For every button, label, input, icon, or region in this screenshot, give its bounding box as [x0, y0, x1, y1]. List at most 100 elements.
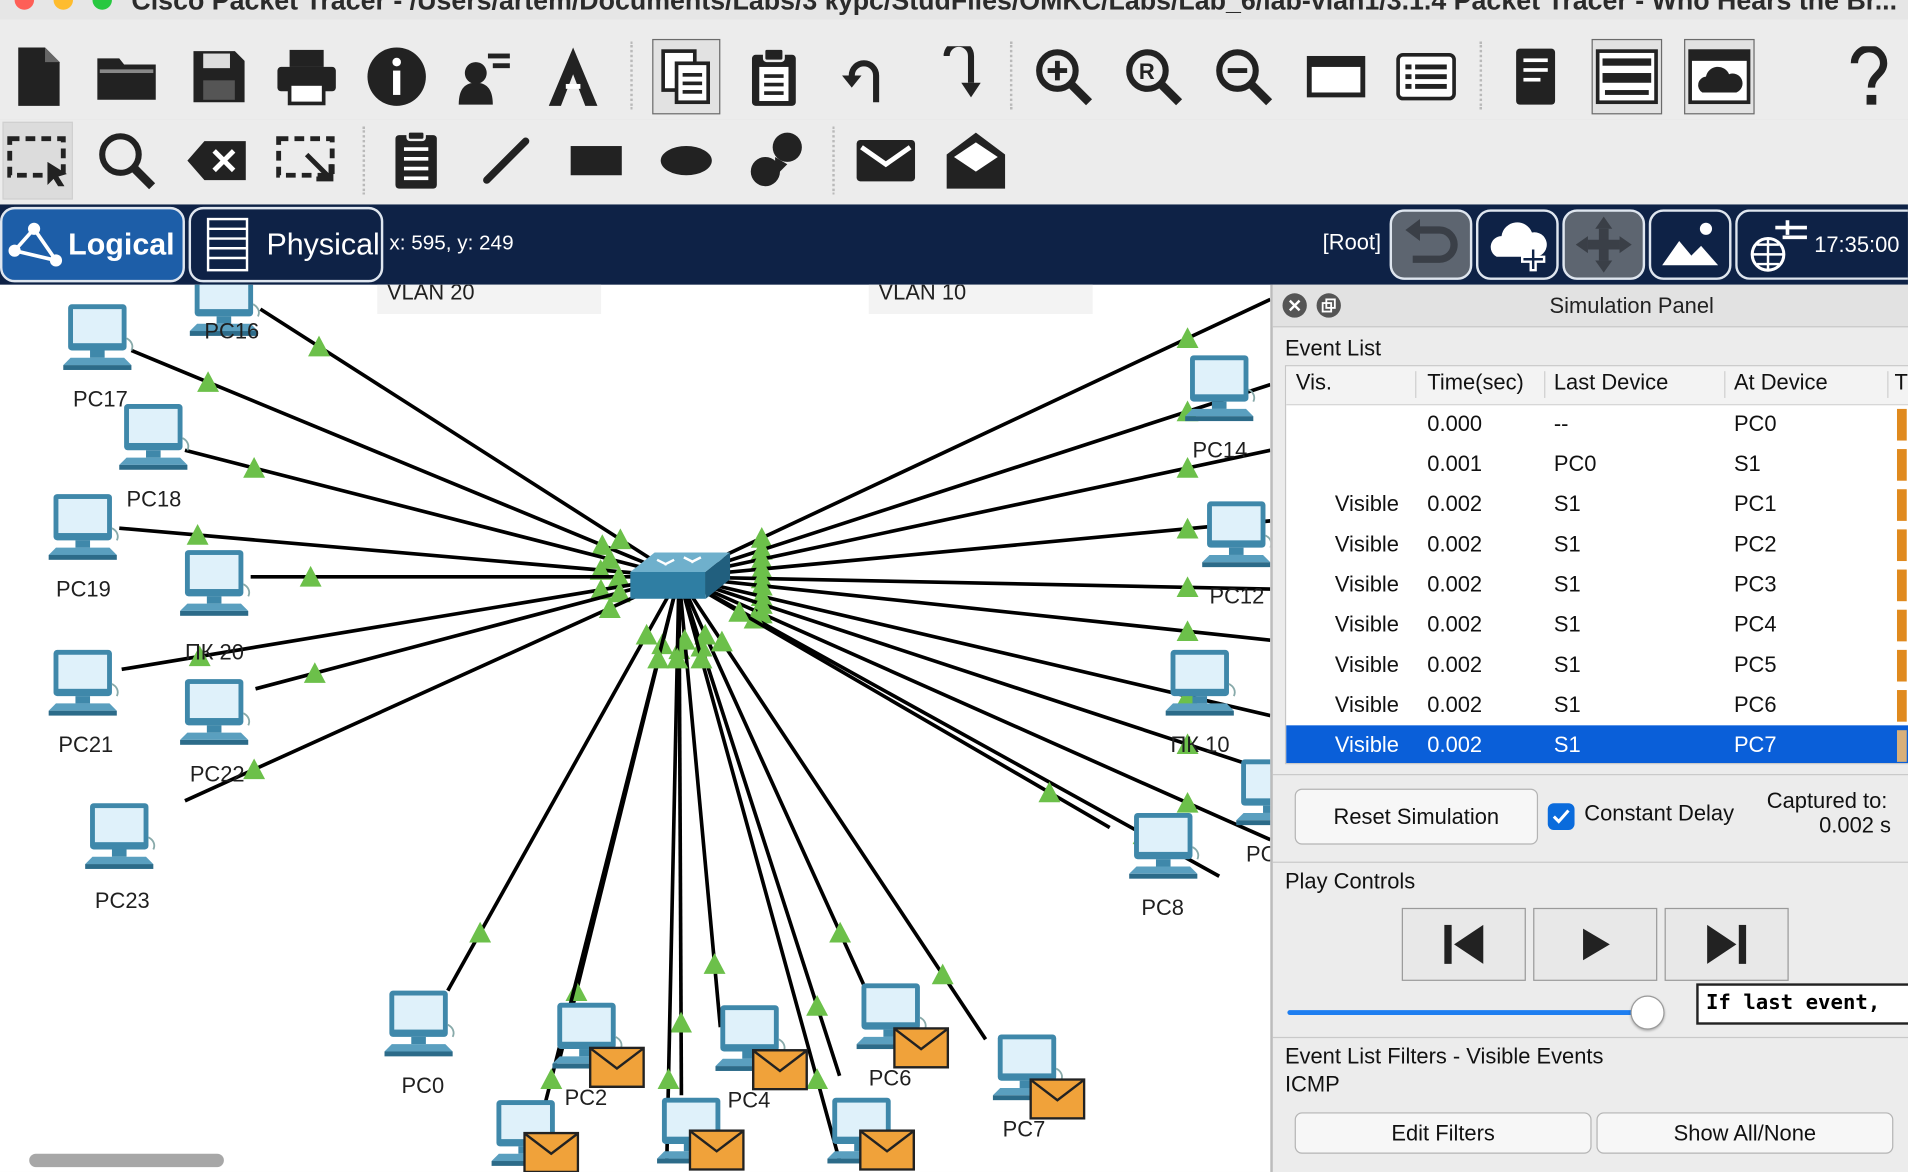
link-cable[interactable] [664, 576, 681, 1162]
pc-device[interactable]: PC12 [1197, 499, 1271, 609]
zoom-out-icon[interactable] [1209, 39, 1277, 114]
device-label[interactable]: ПК 10 [1170, 732, 1230, 757]
event-row[interactable]: Visible 0.002 S1 PC7 [1286, 725, 1908, 764]
device-label[interactable]: PC [1246, 842, 1270, 867]
link-cable[interactable] [677, 576, 869, 992]
link-cable[interactable] [678, 575, 1271, 774]
horizontal-scrollbar[interactable] [29, 1153, 224, 1168]
col-time[interactable]: Time(sec) [1427, 369, 1524, 395]
edit-filters-button[interactable]: Edit Filters [1294, 1112, 1592, 1154]
pc-device[interactable]: PC4 [711, 1003, 808, 1113]
activity-wizard-icon[interactable] [450, 39, 518, 114]
device-label[interactable]: PC6 [868, 1066, 912, 1091]
root-breadcrumb[interactable]: [Root] [1322, 230, 1382, 255]
pc-device[interactable]: PC18 [114, 402, 211, 511]
zoom-in-icon[interactable] [1029, 39, 1097, 114]
switch-s1[interactable] [625, 545, 735, 606]
pc-device[interactable] [652, 1095, 749, 1172]
col-at-device[interactable]: At Device [1733, 369, 1828, 395]
link-cable[interactable] [678, 575, 1221, 878]
device-label[interactable]: PC4 [727, 1087, 771, 1113]
link-cable[interactable] [678, 448, 1271, 579]
draw-rectangle-icon[interactable] [562, 122, 630, 200]
custom-device-icon[interactable] [540, 39, 608, 114]
redo-icon[interactable] [922, 39, 990, 114]
device-label[interactable]: PC8 [1141, 895, 1184, 921]
col-vis[interactable]: Vis. [1295, 369, 1333, 395]
viewport-clock-button[interactable]: 17:35:00 [1735, 209, 1908, 280]
event-row[interactable]: Visible 0.002 S1 PC5 [1286, 645, 1908, 685]
inspect-icon[interactable] [92, 122, 160, 200]
link-cable[interactable] [677, 575, 988, 1041]
next-event-button[interactable] [1664, 907, 1789, 981]
device-label[interactable]: PC7 [1002, 1117, 1046, 1142]
link-cable[interactable] [678, 297, 1271, 579]
pc-device[interactable]: PC21 [44, 647, 141, 757]
device-label[interactable]: ПК 20 [184, 640, 244, 665]
reset-simulation-button[interactable]: Reset Simulation [1294, 788, 1539, 845]
speed-slider-thumb[interactable] [1630, 995, 1665, 1030]
link-cable[interactable] [677, 576, 723, 1028]
device-label[interactable]: PC17 [73, 387, 128, 412]
drawing-palette-icon[interactable] [1302, 39, 1370, 114]
device-label[interactable]: PC12 [1209, 584, 1265, 609]
pc-device[interactable]: PC2 [548, 1000, 645, 1110]
link-cable[interactable] [678, 575, 1271, 591]
event-row[interactable]: Visible 0.002 S1 PC3 [1286, 565, 1908, 605]
move-object-button[interactable] [1562, 209, 1646, 280]
network-equipment-icon[interactable] [1591, 38, 1663, 115]
physical-view-tab[interactable]: Physical [188, 206, 384, 283]
save-icon[interactable] [185, 39, 253, 114]
event-row[interactable]: Visible 0.002 S1 PC2 [1286, 525, 1908, 565]
link-cable[interactable] [678, 382, 1271, 579]
copy-icon[interactable] [652, 38, 721, 115]
panel-undock-button[interactable] [1316, 293, 1341, 318]
pc-device[interactable]: PC23 [80, 801, 177, 913]
constant-delay-checkbox[interactable] [1547, 803, 1575, 830]
link-cable[interactable] [678, 575, 1271, 842]
link-cable[interactable] [678, 519, 1271, 579]
draw-ellipse-icon[interactable] [652, 122, 720, 200]
close-window-button[interactable] [14, 0, 35, 10]
cloud-device-icon[interactable] [1684, 38, 1755, 115]
link-cable[interactable] [446, 575, 681, 992]
pc-device[interactable]: PC16 [185, 284, 282, 377]
delete-icon[interactable] [183, 122, 251, 200]
pdu-list-icon[interactable] [1502, 39, 1570, 114]
link-cable[interactable] [255, 575, 680, 691]
device-label[interactable]: PC14 [1192, 438, 1248, 463]
info-icon[interactable] [363, 39, 431, 114]
pc-device[interactable]: ПК 10 [1161, 647, 1258, 757]
pc-device[interactable]: PC7 [988, 1032, 1086, 1142]
select-tool-icon[interactable] [2, 121, 74, 200]
pc-device[interactable]: PC8 [1124, 811, 1221, 921]
help-icon[interactable] [1835, 39, 1903, 114]
draw-line-icon[interactable] [472, 122, 540, 200]
col-last-device[interactable]: Last Device [1553, 369, 1669, 395]
resize-shape-icon[interactable] [273, 122, 341, 200]
event-row[interactable]: Visible 0.002 S1 PC1 [1286, 484, 1908, 524]
link-cable[interactable] [121, 575, 680, 672]
pc-device[interactable]: PC19 [44, 492, 141, 602]
link-cable[interactable] [677, 576, 842, 1162]
device-label[interactable]: PC19 [55, 576, 111, 602]
pc-device[interactable]: PC [1231, 757, 1271, 867]
event-row[interactable]: Visible 0.002 S1 PC6 [1286, 685, 1908, 725]
speed-slider-track[interactable] [1287, 1010, 1653, 1015]
play-button[interactable] [1533, 907, 1658, 981]
logical-workspace[interactable]: VLAN 20 VLAN 10 PC17 [0, 284, 1271, 1172]
event-row[interactable]: 0.001 PC0 S1 [1286, 444, 1908, 484]
freeform-icon[interactable] [742, 122, 810, 200]
pc-device[interactable]: ПК 20 [175, 548, 272, 664]
open-folder-icon[interactable] [92, 39, 160, 114]
new-cluster-button[interactable] [1475, 209, 1559, 280]
add-complex-pdu-icon[interactable] [942, 122, 1010, 200]
device-label[interactable]: PC2 [564, 1085, 608, 1110]
device-label[interactable]: PC21 [58, 732, 114, 757]
pc-device[interactable]: PC22 [175, 677, 272, 786]
pc-device[interactable] [487, 1098, 584, 1172]
add-simple-pdu-icon[interactable] [852, 122, 920, 200]
device-label[interactable]: PC16 [204, 318, 260, 344]
link-cable[interactable] [259, 307, 680, 579]
new-file-icon[interactable] [10, 39, 66, 114]
